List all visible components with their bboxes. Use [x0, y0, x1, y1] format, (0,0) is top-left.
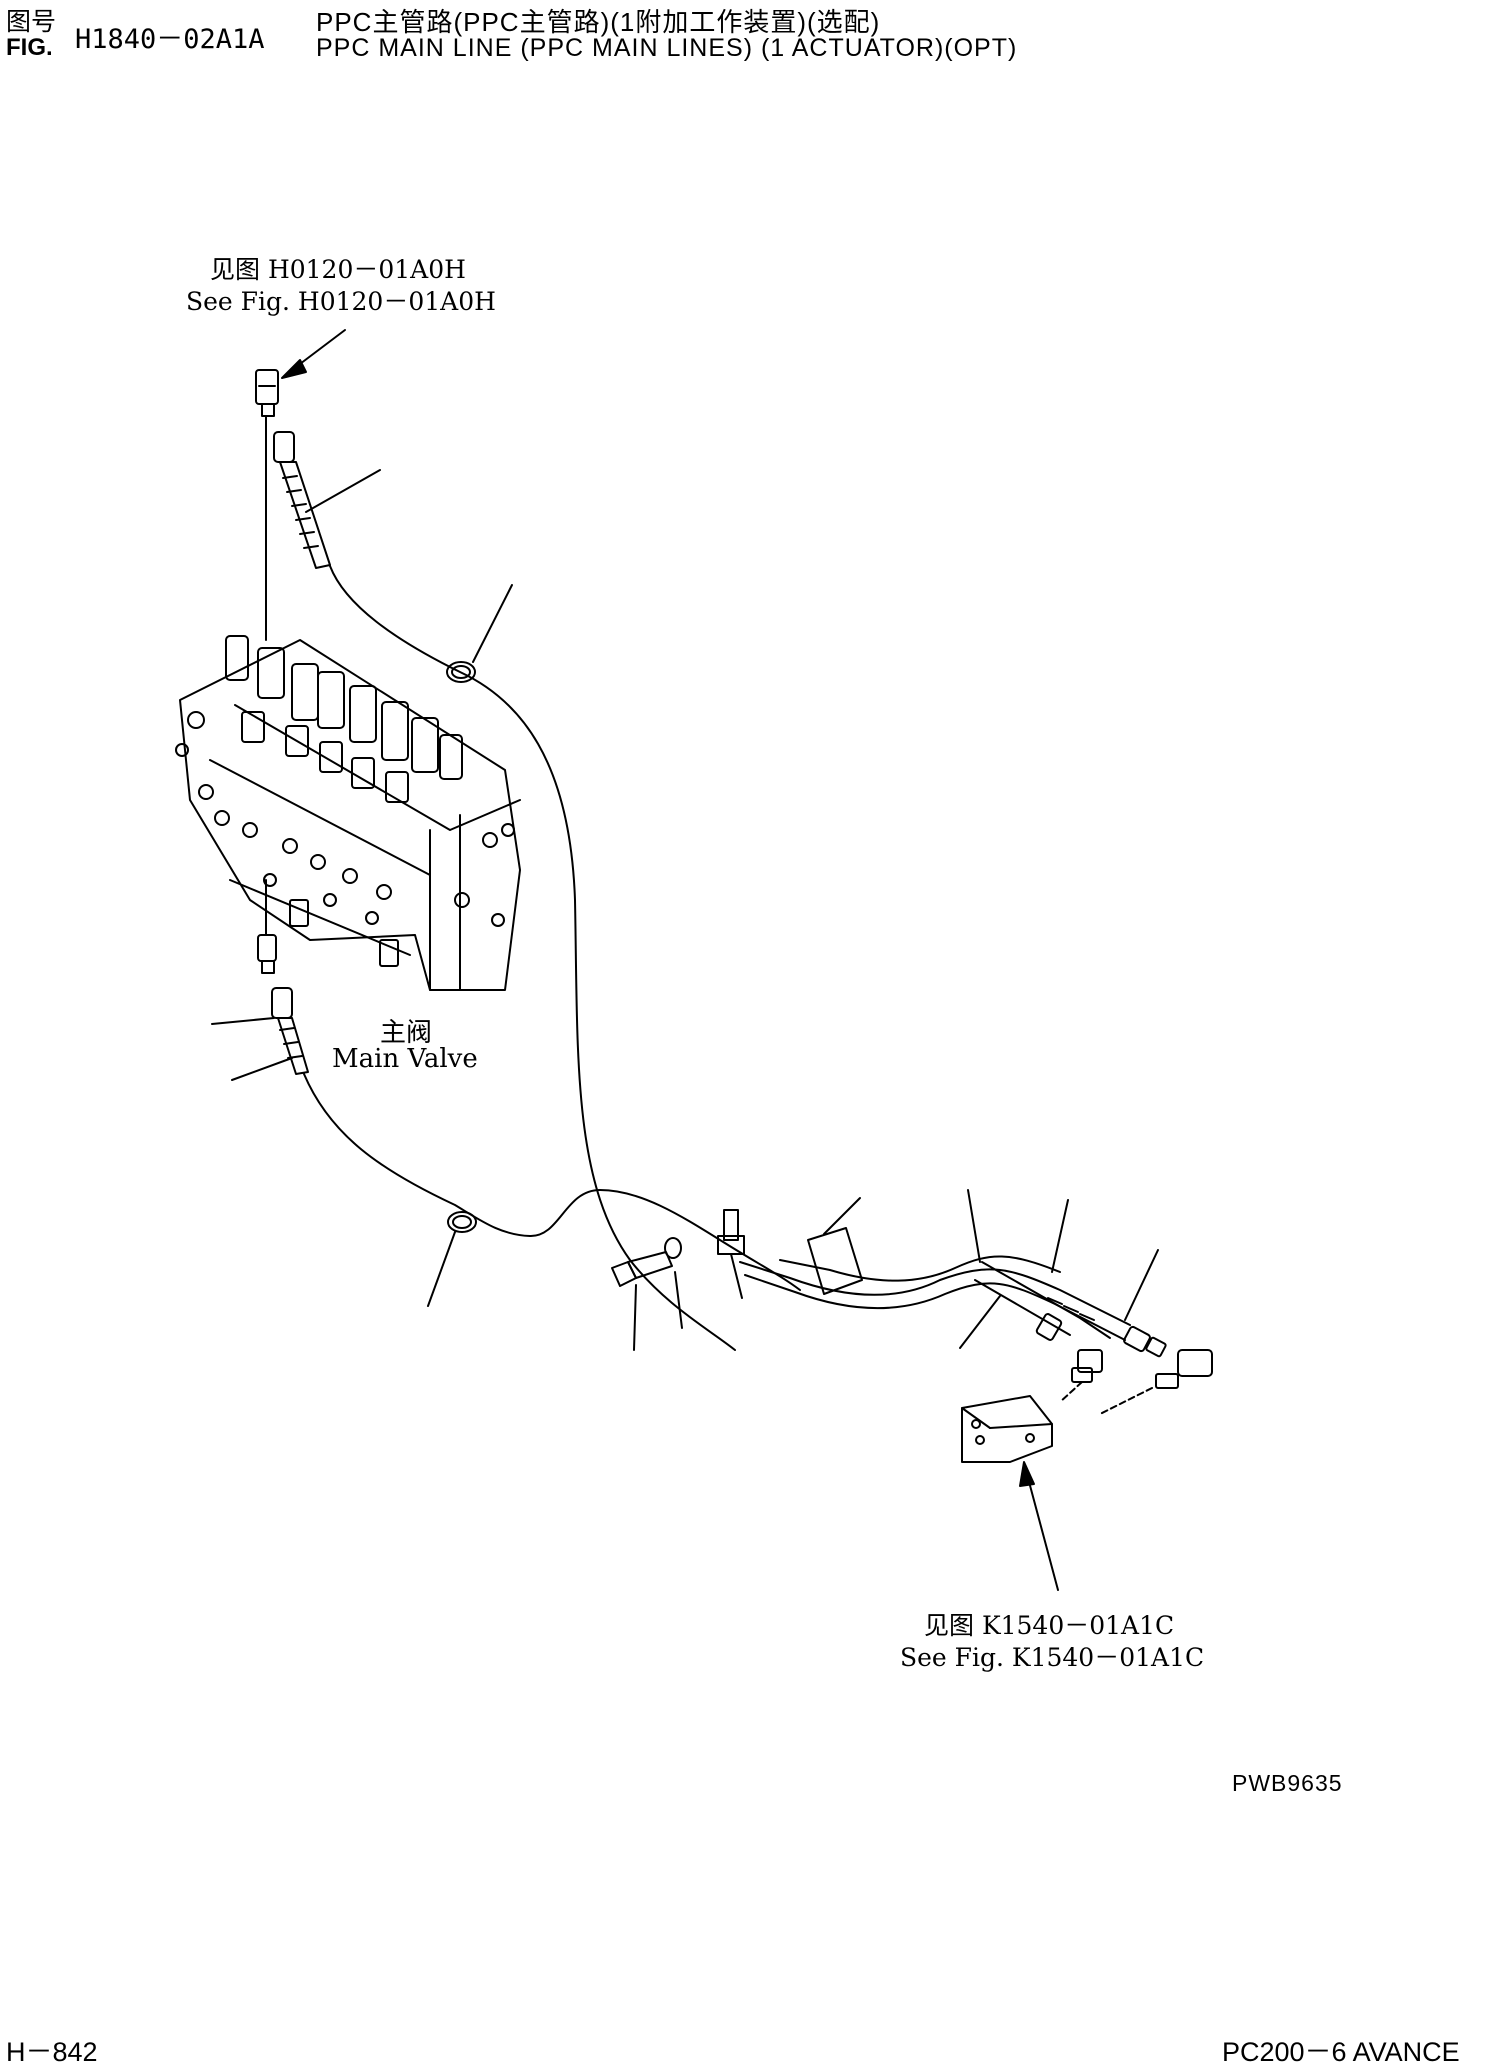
valve-block [962, 1396, 1052, 1462]
pipe-assembly [740, 1256, 1166, 1356]
leader-lower-hose-1 [212, 1018, 274, 1024]
ref-bottom-en: See Fig. K1540－01A1C [900, 1643, 1205, 1672]
leader-upper-hose [306, 470, 380, 512]
ref-bottom-cn: 见图 K1540－01A1C [924, 1611, 1175, 1640]
hose-bundle-block [808, 1198, 862, 1294]
lower-hose [272, 988, 308, 1074]
ppc-line-upper [330, 566, 735, 1350]
upper-hose [274, 432, 330, 568]
title-cn: PPC主管路(PPC主管路)(1附加工作装置)(选配) [316, 7, 881, 37]
main-valve-en: Main Valve [332, 1044, 478, 1074]
drawing-code: PWB9635 [1232, 1770, 1343, 1796]
leader-pipe-1 [968, 1190, 980, 1262]
figure-number: H1840－02A1A [75, 24, 265, 55]
clamp-bracket [718, 1210, 744, 1298]
upper-clamp [447, 585, 512, 682]
ref-top-cn: 见图 H0120－01A0H [210, 255, 466, 284]
main-valve-cn: 主阀 [380, 1018, 433, 1048]
right-fitting-2 [1100, 1350, 1212, 1414]
title-en: PPC MAIN LINE (PPC MAIN LINES) (1 ACTUAT… [316, 34, 1018, 62]
fig-label-en: FIG. [6, 34, 53, 61]
right-fitting-1 [1060, 1350, 1102, 1402]
ref-top-arrow [282, 330, 345, 378]
mounting-bolt [612, 1252, 672, 1350]
machine-model: PC200－6 AVANCE [1222, 2037, 1460, 2067]
washer [665, 1238, 682, 1328]
lower-elbow-fitting [258, 880, 276, 973]
leader-lower-hose-2 [232, 1058, 292, 1080]
ref-bottom-arrow [1020, 1462, 1058, 1590]
leader-pipe-2 [1052, 1200, 1068, 1272]
page-number: H－842 [6, 2037, 98, 2067]
main-valve [176, 636, 520, 990]
top-elbow-fitting [256, 370, 278, 416]
leader-pipe-3 [1125, 1250, 1158, 1320]
lower-clamp [428, 1212, 476, 1306]
fig-label-cn: 图号 [6, 8, 57, 36]
ref-top-en: See Fig. H0120－01A0H [186, 287, 496, 316]
ppc-line-lower [304, 1074, 800, 1290]
leader-pipe-4 [960, 1296, 1000, 1348]
